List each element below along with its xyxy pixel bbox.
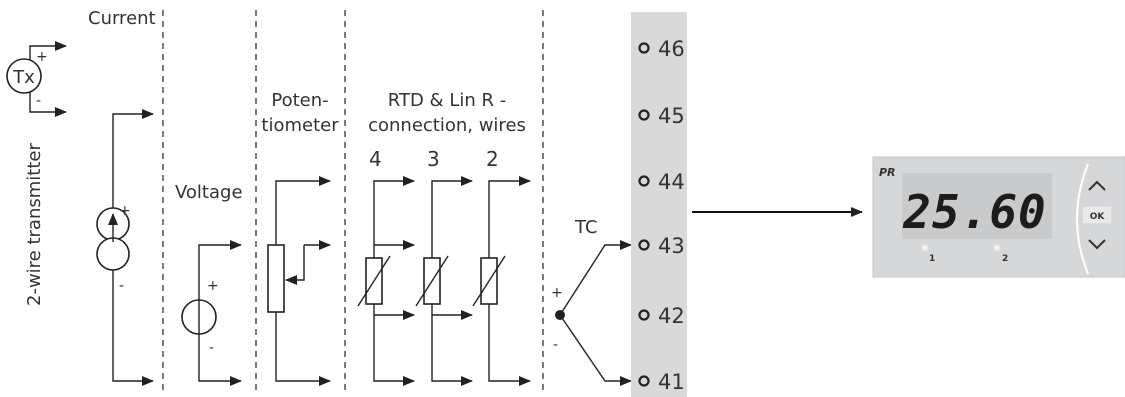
terminal-screw <box>638 375 650 387</box>
voltage-minus: - <box>209 340 214 356</box>
tc-wire-plus <box>559 240 632 316</box>
current-plus: + <box>119 203 131 219</box>
terminal-label: 46 <box>658 37 685 61</box>
tx-plus: + <box>36 49 48 65</box>
terminal-screw <box>638 42 650 54</box>
terminal-screw <box>638 239 650 251</box>
pot-wire-bottom <box>275 312 331 386</box>
rtd2-wire-b <box>488 304 531 386</box>
label-rtd-2: connection, wires <box>368 115 526 136</box>
terminal-strip <box>631 12 687 397</box>
label-wires-3: 3 <box>427 147 440 171</box>
brand-logo: PR <box>879 166 896 179</box>
label-potentiometer-1: Poten- <box>271 90 328 111</box>
terminal-label: 42 <box>658 304 685 328</box>
ok-button[interactable]: OK <box>1081 205 1113 225</box>
rtd2-wire-a <box>488 176 531 258</box>
tc-wire-minus <box>559 314 632 386</box>
label-tx: Tx <box>12 67 35 88</box>
transmitter-symbol <box>6 58 42 94</box>
ok-button-bg <box>1081 205 1113 225</box>
chevron-down-icon <box>1088 239 1106 250</box>
label-wires-4: 4 <box>369 147 382 171</box>
rtd3-wire-a <box>431 176 473 258</box>
rtd4-wire-a <box>373 176 415 258</box>
led-1 <box>922 245 928 251</box>
terminal-44: 44 <box>638 170 685 194</box>
display-screen <box>902 173 1052 239</box>
down-button[interactable] <box>1088 239 1106 250</box>
label-wires-2: 2 <box>486 147 499 171</box>
transmitter-wire-in <box>29 92 67 117</box>
rtd4-slash <box>357 255 391 307</box>
potentiometer-symbol <box>267 244 285 313</box>
terminal-screw <box>638 175 650 187</box>
terminal-label: 43 <box>658 234 685 258</box>
tc-junction <box>555 310 565 320</box>
label-transmitter: 2-wire transmitter <box>24 143 45 306</box>
rtd3-wire-c <box>431 304 473 386</box>
current-wire-top <box>112 109 154 224</box>
rtd3-slash <box>415 255 449 307</box>
terminal-screw <box>638 109 650 121</box>
led-2 <box>994 245 1000 251</box>
voltage-wire-top <box>198 240 242 300</box>
terminal-label: 44 <box>658 170 685 194</box>
label-rtd-1: RTD & Lin R - <box>388 90 506 111</box>
tc-plus: + <box>551 285 563 301</box>
terminal-screw <box>638 309 650 321</box>
label-current: Current <box>88 8 156 29</box>
terminal-46: 46 <box>638 37 685 61</box>
label-voltage: Voltage <box>175 182 243 203</box>
transmitter-wire-out <box>29 41 67 60</box>
button-separator <box>1076 163 1089 275</box>
ok-label: OK <box>1090 212 1106 222</box>
chevron-up-icon <box>1088 180 1106 191</box>
terminal-label: 41 <box>658 370 685 394</box>
voltage-wire-bottom <box>198 334 242 386</box>
up-button[interactable] <box>1088 180 1106 191</box>
pot-wire-top <box>275 176 331 245</box>
current-source-lower <box>96 237 130 271</box>
led-1-label: 1 <box>929 254 935 264</box>
led-2-label: 2 <box>1002 254 1008 264</box>
rtd4-wire-d <box>373 304 415 386</box>
current-minus: - <box>119 278 124 294</box>
tx-minus: - <box>36 93 41 109</box>
terminal-label: 45 <box>658 104 685 128</box>
current-wire-bottom <box>112 254 154 386</box>
tc-minus: - <box>553 337 558 353</box>
label-potentiometer-2: tiometer <box>261 115 339 136</box>
terminal-41: 41 <box>638 370 685 394</box>
terminal-42: 42 <box>638 304 685 328</box>
display-module: PR 25.60 OK 1 2 <box>872 156 1125 278</box>
label-tc: TC <box>574 217 598 238</box>
terminal-43: 43 <box>638 234 685 258</box>
terminal-45: 45 <box>638 104 685 128</box>
pot-wiper <box>285 245 305 285</box>
voltage-plus: + <box>207 278 219 294</box>
rtd2-slash <box>472 255 506 307</box>
display-value: 25.60 <box>902 185 1046 239</box>
